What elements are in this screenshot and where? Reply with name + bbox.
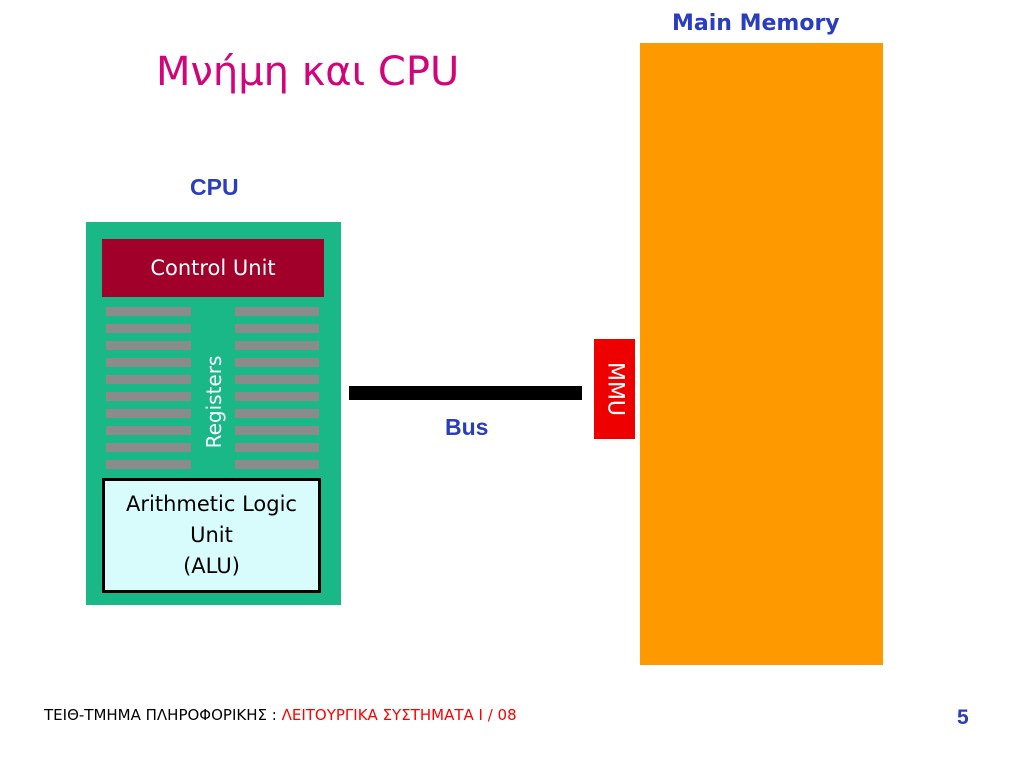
- main-memory-label: Main Memory: [672, 11, 840, 36]
- register-bar: [235, 375, 319, 384]
- footer-course: ΛΕΙΤΟΥΡΓΙΚΑ ΣΥΣΤΗΜΑΤΑ Ι / 08: [281, 706, 517, 724]
- register-bar: [106, 324, 191, 333]
- footer-institution: ΤΕΙΘ-ΤΜΗΜΑ ΠΛΗΡΟΦΟΡΙΚΗΣ :: [44, 706, 282, 724]
- bus-label: Bus: [445, 414, 489, 440]
- register-bar: [235, 460, 319, 469]
- page-number: 5: [957, 706, 969, 729]
- register-bar: [235, 392, 319, 401]
- footer: ΤΕΙΘ-ΤΜΗΜΑ ΠΛΗΡΟΦΟΡΙΚΗΣ : ΛΕΙΤΟΥΡΓΙΚΑ ΣΥ…: [44, 708, 517, 723]
- register-bar: [235, 358, 319, 367]
- register-bar: [235, 443, 319, 452]
- mmu-box: MMU: [594, 339, 635, 439]
- register-bar: [106, 341, 191, 350]
- alu-label-line3: (ALU): [183, 554, 240, 578]
- bus-line: [349, 386, 582, 400]
- alu-label-line1: Arithmetic Logic: [126, 492, 297, 516]
- mmu-label: MMU: [602, 361, 627, 417]
- register-bar: [235, 409, 319, 418]
- register-bar: [106, 358, 191, 367]
- register-bar: [235, 307, 319, 316]
- register-bar: [106, 426, 191, 435]
- register-bar: [235, 324, 319, 333]
- register-bar: [106, 409, 191, 418]
- register-bar: [235, 426, 319, 435]
- slide-title: Μνήμη και CPU: [156, 49, 460, 95]
- registers-label: Registers: [202, 355, 226, 449]
- alu-box: Arithmetic Logic Unit (ALU): [102, 478, 321, 593]
- register-bar: [235, 341, 319, 350]
- alu-label-line2: Unit: [190, 523, 233, 547]
- main-memory-block: [640, 43, 883, 665]
- control-unit: Control Unit: [102, 239, 324, 297]
- register-bar: [106, 392, 191, 401]
- register-bar: [106, 460, 191, 469]
- register-bar: [106, 443, 191, 452]
- register-bar: [106, 307, 191, 316]
- register-bar: [106, 375, 191, 384]
- cpu-label: CPU: [190, 174, 239, 200]
